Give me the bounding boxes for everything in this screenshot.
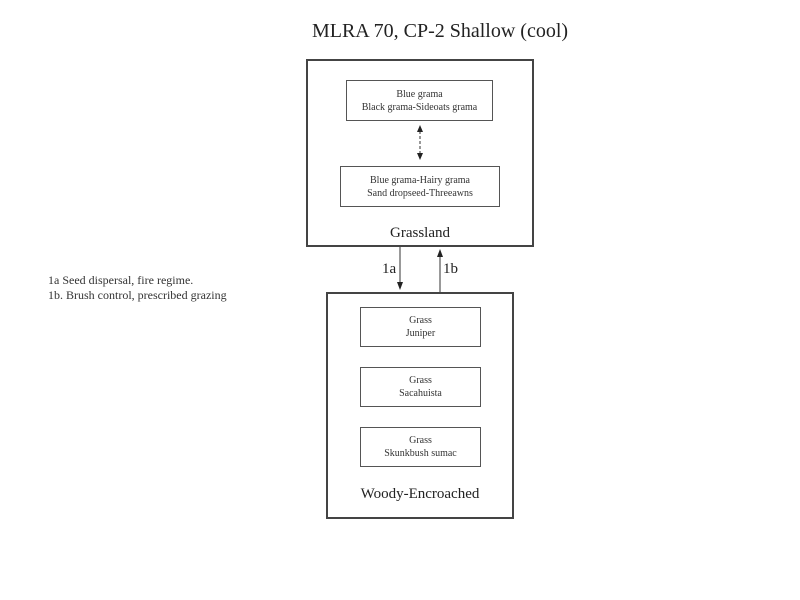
- community-box-grass-skunkbush-sumac: Grass Skunkbush sumac: [360, 427, 481, 467]
- state-label-grassland: Grassland: [390, 225, 450, 241]
- transition-arrow-1a: [397, 247, 403, 290]
- community-box-grass-sacahuista: Grass Sacahuista: [360, 367, 481, 407]
- community-line: Sacahuista: [399, 388, 442, 399]
- community-line: Blue grama: [396, 88, 443, 100]
- community-box-blue-grama-black-grama: Blue grama Black grama-Sideoats grama: [346, 80, 493, 121]
- community-box-grass-juniper: Grass Juniper: [360, 307, 481, 347]
- state-label-woody-encroached: Woody-Encroached: [360, 486, 480, 502]
- diagram-title: MLRA 70, CP-2 Shallow (cool): [311, 20, 569, 42]
- community-line: Blue grama-Hairy grama: [370, 174, 470, 186]
- community-line: Black grama-Sideoats grama: [361, 101, 478, 113]
- transition-legend: 1a Seed dispersal, fire regime. 1b. Brus…: [48, 273, 227, 303]
- legend-item-1a: 1a Seed dispersal, fire regime.: [48, 273, 194, 287]
- community-box-blue-grama-hairy-grama: Blue grama-Hairy grama Sand dropseed-Thr…: [340, 166, 500, 207]
- transition-label-1b: 1b: [443, 261, 458, 277]
- community-pathway-arrow: [417, 125, 423, 160]
- community-line: Grass: [409, 375, 432, 386]
- community-line: Juniper: [405, 328, 436, 339]
- community-line: Grass: [409, 315, 432, 326]
- community-line: Grass: [409, 435, 432, 446]
- legend-item-1b: 1b. Brush control, prescribed grazing: [48, 288, 227, 302]
- transition-arrow-1b: [437, 249, 443, 292]
- community-line: Sand dropseed-Threeawns: [367, 187, 473, 199]
- community-line: Skunkbush sumac: [384, 448, 457, 459]
- transition-label-1a: 1a: [382, 261, 397, 277]
